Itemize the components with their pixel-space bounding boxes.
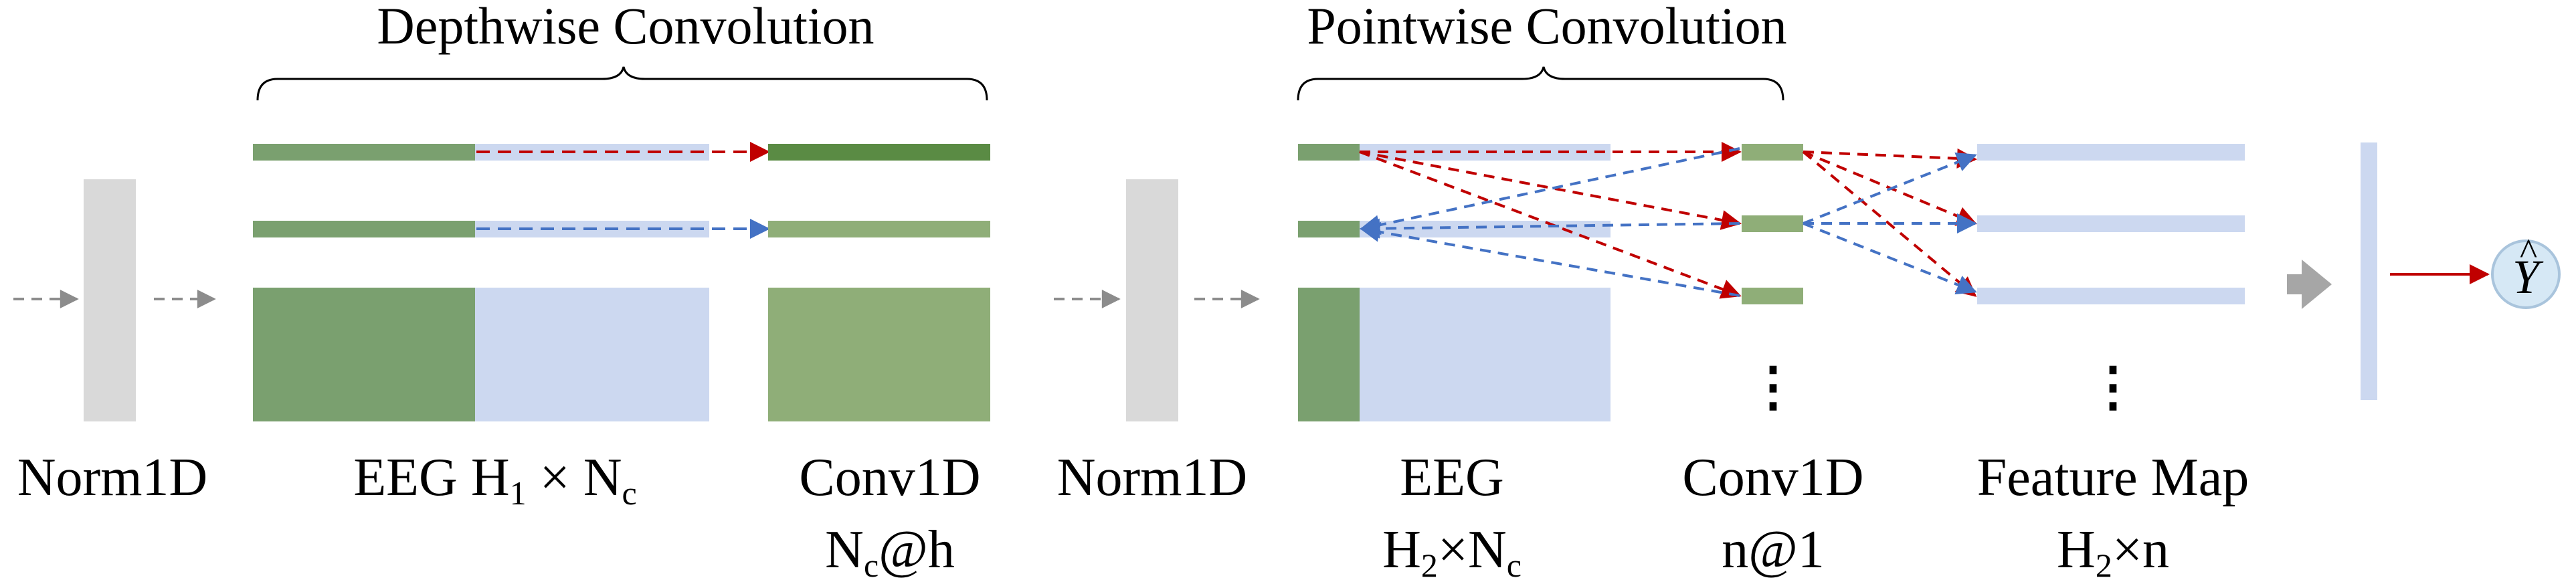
eeg-row-2-green [253,221,475,237]
norm-block-left [84,179,136,421]
pw-arrow-red-3 [1359,151,1742,299]
label-norm-left: Norm1D [17,448,207,507]
conv-output-row-1 [768,144,990,161]
pw-arrow-blue-1 [1360,147,1740,235]
fm-arrow-blue-3 [1803,222,1977,294]
fm-arrow-red-2 [1803,151,1977,226]
output-y-label: Y [2512,250,2544,304]
label-n-at-1: n@1 [1722,520,1825,579]
block-arrow-icon [2287,260,2332,309]
fm-arrow-blue-1 [1803,153,1977,225]
kernel-2 [1742,215,1803,232]
eeg2-row-2-green [1298,221,1360,237]
feature-row-3 [1977,288,2245,304]
depthwise-brace [256,66,988,101]
eeg2-row-1-green [1298,144,1360,161]
eeg2-block-green [1298,288,1360,421]
ellipsis-conv: ⋮ [1746,358,1800,417]
output-y-hat: ^ [2520,231,2537,273]
label-h2-nc: H2×Nc [1382,520,1522,584]
label-conv1d-left: Conv1D [799,448,980,507]
eeg-block-green [253,288,475,421]
ellipsis-fmap: ⋮ [2086,358,2140,417]
label-eeg-h1-nc: EEG H1 × Nc [353,448,636,512]
pw-arrow-blue-2 [1360,218,1740,239]
label-conv1d-right: Conv1D [1682,448,1863,507]
feature-row-2 [1977,215,2245,232]
label-eeg-right: EEG [1400,448,1504,507]
label-h2-n: H2×n [2057,520,2169,584]
pw-arrow-blue-3 [1360,221,1740,297]
output-layer [2361,142,2377,400]
label-nc-at-h: Nc@h [825,520,955,584]
label-norm-right: Norm1D [1057,448,1247,507]
eeg-block-blue [475,288,709,421]
label-feature-map: Feature Map [1977,448,2249,507]
conv-output-block [768,288,990,421]
eeg2-block-blue [1360,288,1611,421]
fm-arrow-red-3 [1802,151,1977,297]
feature-row-1 [1977,144,2245,161]
kernel-1 [1742,144,1803,161]
depthwise-title: Depthwise Convolution [377,0,874,55]
pointwise-title: Pointwise Convolution [1307,0,1786,55]
eeg-row-1-green [253,144,475,161]
pointwise-brace [1297,66,1784,101]
circle-icon [2491,239,2561,309]
norm-block-right [1126,179,1178,421]
kernel-3 [1742,288,1803,304]
conv-output-row-2 [768,221,990,237]
pw-arrow-red-2 [1359,151,1742,230]
fm-arrow-red-1 [1803,148,1977,169]
